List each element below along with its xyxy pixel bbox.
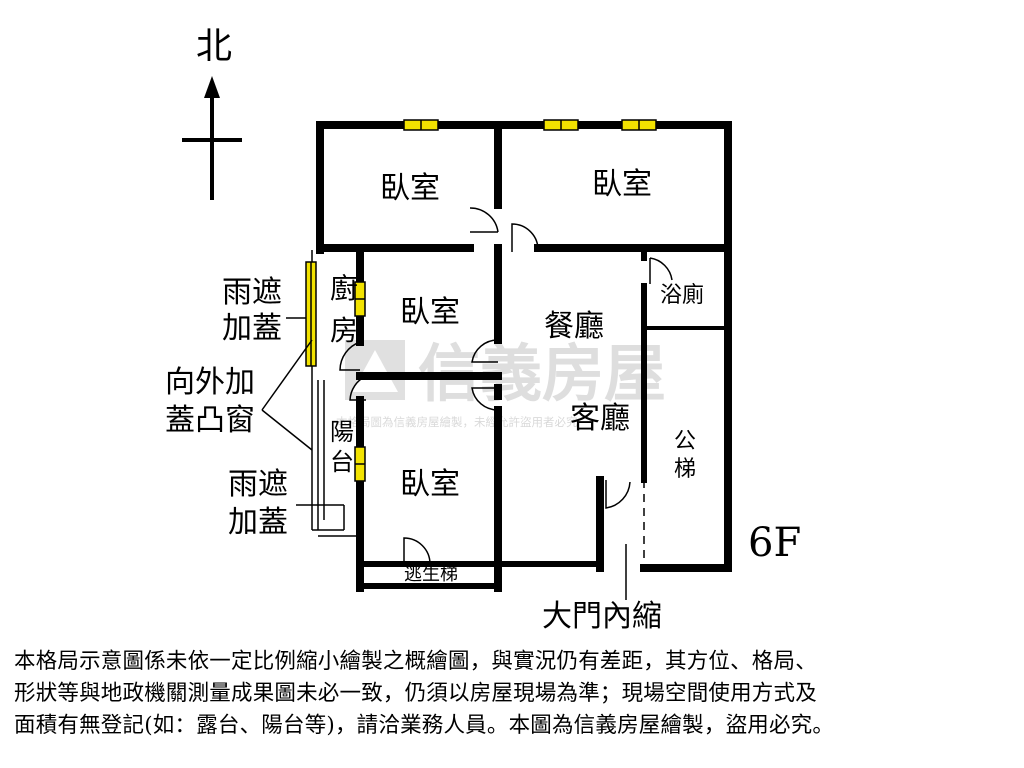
annot-bay-window-2: 蓋凸窗 [165, 403, 255, 438]
label-public-stair-2: 梯 [674, 457, 696, 482]
north-label: 北 [196, 26, 232, 67]
annot-floor: 6F [748, 520, 801, 566]
door-bedroom-center [471, 339, 499, 363]
disclaimer-line-3: 面積有無登記(如：露台、陽台等)，請洽業務人員。本圖為信義房屋繪製，盜用必究。 [14, 713, 835, 738]
label-balcony-2: 台 [330, 448, 354, 476]
door-escape [403, 537, 431, 565]
disclaimer: 本格局示意圖係未依一定比例縮小繪製之概繪圖，與實況仍有差距，其方位、格局、 形狀… [14, 646, 1014, 742]
disclaimer-line-2: 形狀等與地政機關測量成果圖未必一致，仍須以房屋現場為準；現場空間使用方式及 [14, 681, 817, 706]
label-public-stair-1: 公 [674, 429, 696, 454]
label-bedroom-center: 臥室 [400, 295, 460, 330]
walls [316, 121, 732, 592]
label-bedroom-south: 臥室 [400, 467, 460, 502]
annot-rain-cover-top-2: 加蓋 [222, 311, 282, 346]
annot-rain-cover-top-1: 雨遮 [222, 275, 282, 310]
annot-bay-window-1: 向外加 [165, 365, 255, 400]
label-bathroom: 浴廁 [660, 283, 704, 308]
label-kitchen-1: 廚 [330, 272, 358, 305]
annot-rain-cover-bottom-2: 加蓋 [228, 505, 288, 540]
north-arrow-icon [204, 76, 220, 98]
door-main [605, 480, 631, 509]
label-kitchen-2: 房 [330, 314, 358, 347]
label-escape-stair: 逃生梯 [404, 564, 458, 585]
leader-lines [261, 317, 627, 600]
north-compass: 北 [182, 26, 242, 200]
door-bedroom-nw [469, 207, 499, 233]
label-balcony-1: 陽 [330, 418, 354, 446]
label-bedroom-ne: 臥室 [592, 167, 652, 202]
label-living: 客廳 [570, 401, 630, 436]
annotations: 雨遮 加蓋 向外加 蓋凸窗 雨遮 加蓋 大門內縮 6F [165, 275, 801, 634]
annot-rain-cover-bottom-1: 雨遮 [228, 467, 288, 502]
label-dining: 餐廳 [544, 309, 604, 344]
doors [339, 207, 673, 565]
floor-plan: 信義房屋 本格局圖為信義房屋繪製，未經允許盜用者必究 北 [165, 26, 801, 634]
door-bedroom-ne [511, 223, 539, 252]
disclaimer-line-1: 本格局示意圖係未依一定比例縮小繪製之概繪圖，與實況仍有差距，其方位、格局、 [14, 649, 817, 674]
door-bedroom-south [471, 387, 499, 411]
room-labels: 臥室 臥室 臥室 臥室 廚 房 陽 台 餐廳 客廳 浴廁 公 梯 逃生梯 [330, 167, 704, 585]
label-bedroom-nw: 臥室 [380, 171, 440, 206]
annot-entrance: 大門內縮 [542, 599, 662, 634]
door-kitchen [339, 341, 361, 371]
door-balcony [349, 375, 367, 401]
windows [305, 119, 657, 482]
door-bathroom [649, 257, 673, 284]
watermark-note: 本格局圖為信義房屋繪製，未經允許盜用者必究 [336, 415, 578, 429]
